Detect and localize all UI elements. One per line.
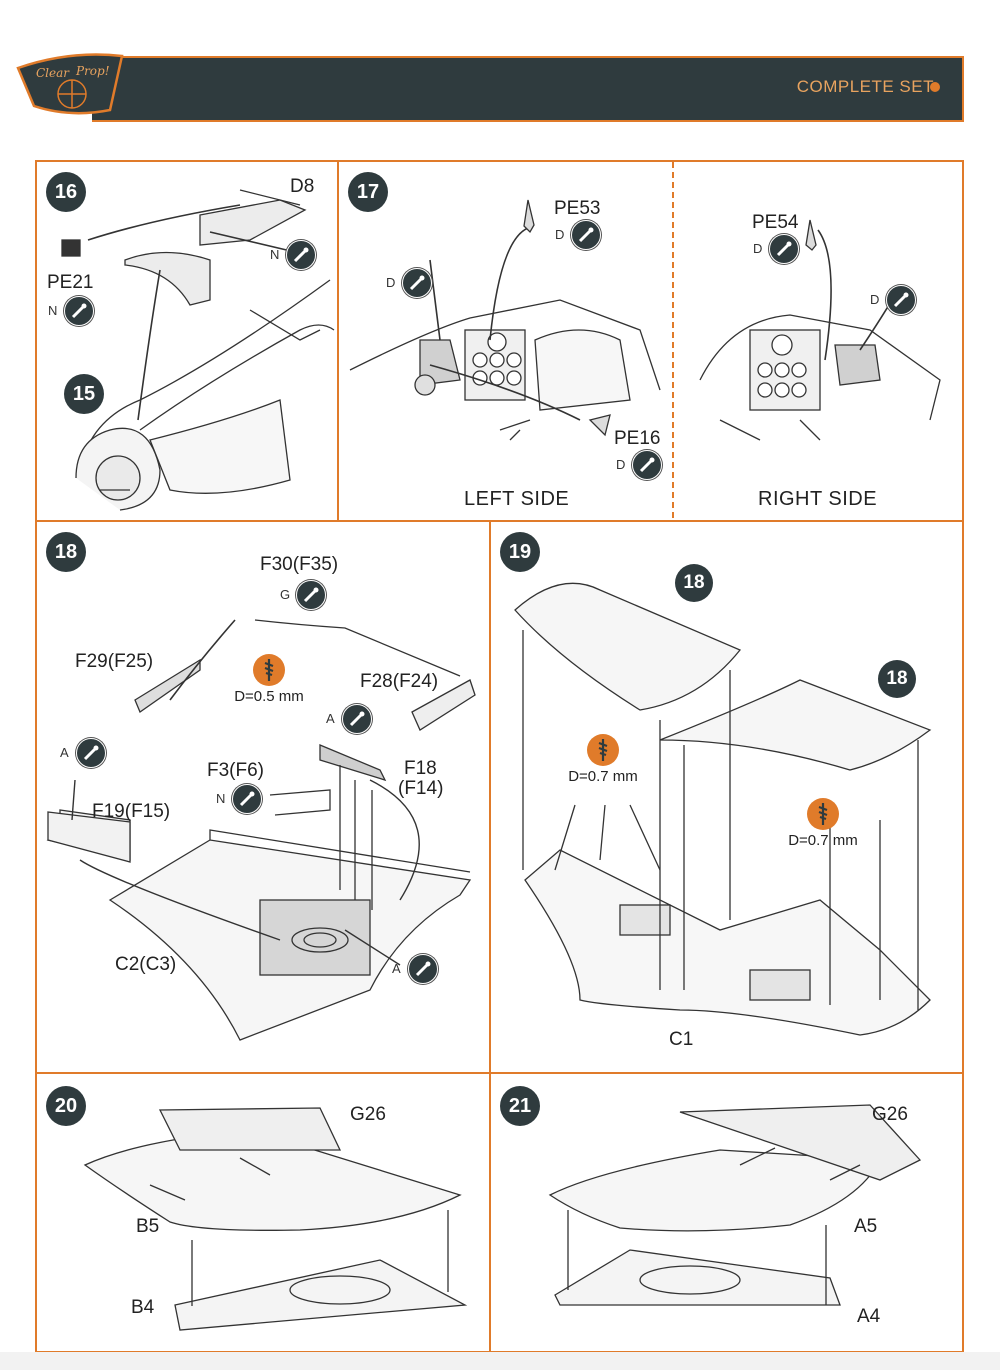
paint-code: A [392,961,401,976]
drill-note-19-1: D=0.7 mm [558,734,648,785]
paint-code: N [270,247,280,262]
part-c2: C2(C3) [115,954,177,975]
paint-code: N [48,303,58,318]
step-20-badge: 20 [46,1086,86,1126]
paint-code: D [555,227,565,242]
paint-code: D [870,292,880,307]
brush-icon [769,234,799,264]
part-pe53: PE53 [554,198,601,219]
logo-text-clear: Clear [36,66,70,80]
step-18-badge: 18 [46,532,86,572]
header-title: COMPLETE SET [796,77,934,96]
clear-prop-logo: Clear Prop! [14,48,126,120]
paint-code: N [216,791,226,806]
panel-17-divider [672,162,674,518]
paint-code: D [616,457,626,472]
paint-code: D [753,241,763,256]
brush-icon [342,704,372,734]
page-header: COMPLETE SET Clear Prop! [0,0,1000,140]
part-d8: D8 [290,176,315,197]
step-21-badge: 21 [500,1086,540,1126]
ref-step-18-badge-2: 18 [878,660,916,698]
part-f3: F3(F6) [207,760,264,781]
brush-icon [402,268,432,298]
ref-step-18-badge-1: 18 [675,564,713,602]
brush-icon [886,285,916,315]
paint-code: G [280,587,291,602]
part-a4: A4 [857,1306,881,1327]
step-17-badge: 17 [348,172,388,212]
part-g26: G26 [350,1104,386,1125]
brush-icon [76,738,106,768]
paint-code: D [386,275,396,290]
brush-icon [286,240,316,270]
header-gear-icon [930,82,940,92]
logo-text-prop: Prop! [76,64,110,78]
paint-code: A [60,745,69,760]
brush-icon [632,450,662,480]
drill-bit-icon [253,654,285,686]
part-g26: G26 [872,1104,908,1125]
part-f30: F30(F35) [260,554,339,575]
page-bottom-strip [0,1352,1000,1370]
part-pe54: PE54 [752,212,799,233]
brush-icon [64,296,94,326]
part-pe21: PE21 [47,272,94,293]
right-side-label: RIGHT SIDE [758,488,878,510]
part-f14: (F14) [398,778,444,799]
paint-code: A [326,711,335,726]
drill-size: D=0.7 mm [568,768,638,785]
part-f18: F18 [404,758,437,779]
part-b5: B5 [136,1216,160,1237]
step-15-badge: 15 [64,374,104,414]
brush-icon [232,784,262,814]
drill-size: D=0.7 mm [788,832,858,849]
part-f29: F29(F25) [75,651,154,672]
left-side-label: LEFT SIDE [464,488,570,510]
part-f28: F28(F24) [360,671,439,692]
part-f19: F19(F15) [92,801,171,822]
drill-size: D=0.5 mm [234,688,304,705]
drill-note-19-2: D=0.7 mm [778,798,868,849]
brush-icon [408,954,438,984]
step-16-badge: 16 [46,172,86,212]
header-bar [92,56,964,122]
part-c1: C1 [669,1029,694,1050]
part-b4: B4 [131,1297,155,1318]
drill-bit-icon [587,734,619,766]
drill-note-18: D=0.5 mm [224,654,314,705]
brush-icon [571,220,601,250]
part-pe16: PE16 [614,428,661,449]
drill-bit-icon [807,798,839,830]
step-19-badge: 19 [500,532,540,572]
part-a5: A5 [854,1216,878,1237]
brush-icon [296,580,326,610]
